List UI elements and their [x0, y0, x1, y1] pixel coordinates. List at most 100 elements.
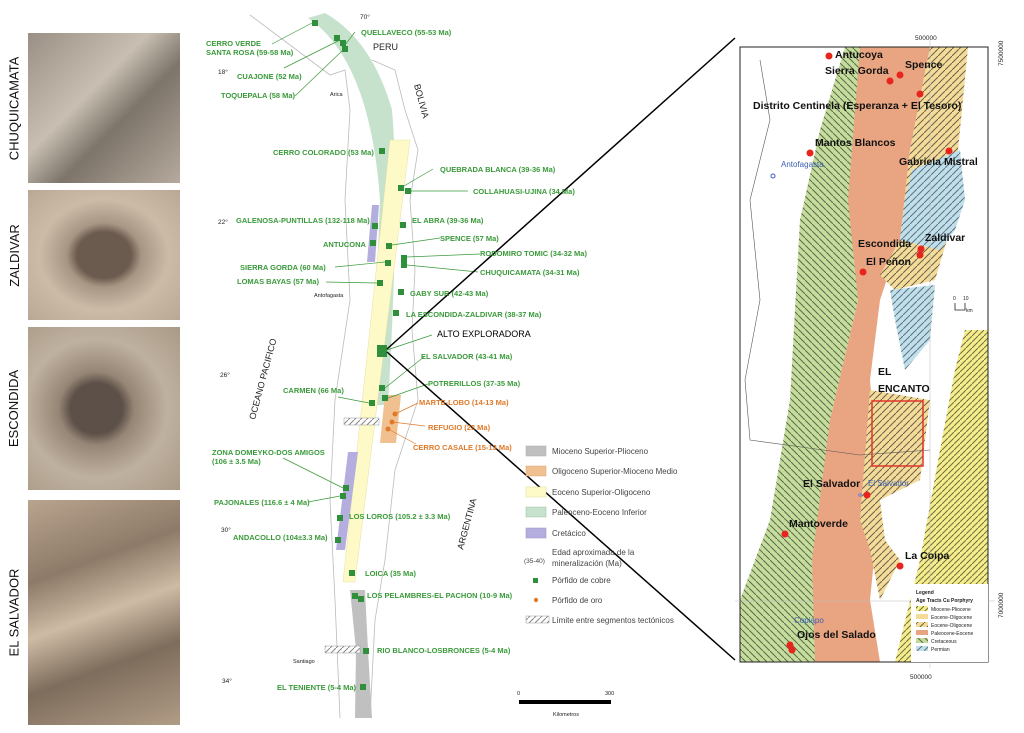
lat-22: 22° — [218, 218, 228, 226]
svg-text:Paleocene-Eocene: Paleocene-Eocene — [931, 631, 973, 637]
detail-deposit-label: ENCANTO — [878, 383, 930, 395]
city-arica: Arica — [330, 92, 343, 98]
overview-legend: Mioceno Superior-Plioceno Oligoceno Supe… — [524, 445, 678, 625]
ocean-pacific: OCEANO PACIFICO — [247, 337, 278, 420]
deposit-label: EL SALVADOR (43-41 Ma) — [421, 352, 513, 361]
deposit-label-alto-exploradora: ALTO EXPLORADORA — [437, 329, 531, 339]
detail-map-frame — [739, 46, 989, 663]
deposit-label: CERRO COLORADO (53 Ma) — [273, 148, 374, 157]
city-antofagasta: Antofagasta — [314, 293, 344, 299]
band-cretacico-north — [367, 205, 379, 262]
copper-markers — [312, 20, 411, 690]
deposit-label: POTRERILLOS (37-35 Ma) — [428, 379, 521, 388]
svg-text:Eocene-Oligocene: Eocene-Oligocene — [931, 623, 972, 629]
region-cretaceous — [740, 47, 877, 662]
svg-text:Legend: Legend — [916, 590, 934, 596]
legend-label: (35-40) — [524, 558, 545, 565]
detail-map: 500000 500000 7500000 7000000 Antucoya S… — [735, 35, 1005, 681]
region-miocene-pliocene — [895, 330, 988, 662]
band-paleoceno-eoceno — [308, 13, 396, 405]
legend-label: Edad aproximada de la — [552, 548, 635, 557]
deposit-label: CHUQUICAMATA (34-31 Ma) — [480, 268, 580, 277]
coastline — [249, 14, 351, 719]
legend-label: Pórfido de oro — [552, 596, 603, 605]
deposit-label: ANTUCONA — [323, 240, 366, 249]
gold-deposit-label: MARTE-LOBO (14-13 Ma) — [419, 398, 509, 407]
deposit-label: LA ESCONDIDA-ZALDIVAR (38-37 Ma) — [406, 310, 542, 319]
overview-map: 18° 22° 26° 30° 34° 70° PERU BOLIVIA ARG… — [206, 13, 736, 719]
overview-scale-bar: 0 300 Kilometros — [517, 691, 614, 718]
svg-text:Cretaceous: Cretaceous — [931, 639, 957, 645]
deposit-label: RIO BLANCO-LOSBRONCES (5-4 Ma) — [377, 646, 511, 655]
country-peru: PERU — [373, 42, 398, 52]
leader-lines — [271, 22, 481, 503]
coord-label: 500000 — [910, 674, 932, 681]
detail-city: El Salvador — [868, 479, 909, 488]
deposit-label: COLLAHUASI-UJINA (34 Ma) — [473, 187, 575, 196]
deposit-label: GABY SUR (42-43 Ma) — [410, 289, 489, 298]
zoom-line-top — [386, 37, 736, 350]
legend-label: mineralización (Ma) — [552, 559, 622, 568]
city-icon — [858, 493, 862, 497]
band-cretacico-south — [336, 452, 358, 550]
deposit-label: LOICA (35 Ma) — [365, 569, 416, 578]
legend-label: Cretácico — [552, 529, 586, 538]
lat-18: 18° — [218, 68, 228, 76]
deposit-label: SPENCE (57 Ma) — [440, 234, 499, 243]
band-mioceno-plioceno — [350, 590, 372, 718]
deposit-label: LOMAS BAYAS (57 Ma) — [237, 277, 319, 286]
deposit-label: CERRO VERDE — [206, 39, 261, 48]
country-argentina: ARGENTINA — [455, 497, 478, 550]
detail-deposit-label: La Coipa — [905, 550, 949, 562]
deposit-label: (106 ± 3.5 Ma) — [212, 457, 261, 466]
region-permian-north — [900, 150, 965, 250]
photo-chuquicamata — [28, 33, 180, 183]
coord-label: 7500000 — [998, 40, 1005, 66]
region-eocene-oligocene-south — [860, 390, 930, 600]
legend-label: Eoceno Superior-Oligoceno — [552, 488, 651, 497]
detail-deposit-label: El Peñon — [866, 256, 911, 268]
detail-deposit-label: Mantoverde — [789, 518, 848, 530]
lat-30: 30° — [221, 526, 231, 534]
band-oligoceno-mioceno — [380, 395, 401, 443]
deposit-label: EL ABRA (39-36 Ma) — [412, 216, 484, 225]
lon-70: 70° — [360, 13, 370, 21]
coord-label: 7000000 — [998, 592, 1005, 618]
svg-text:Kilometros: Kilometros — [553, 712, 579, 718]
deposit-label: CUAJONE (52 Ma) — [237, 72, 302, 81]
detail-scale: 0 10 km — [953, 296, 973, 314]
deposit-label: CARMEN (66 Ma) — [283, 386, 344, 395]
region-permian-south — [890, 285, 935, 370]
coord-label: 500000 — [915, 35, 937, 42]
tectonic-boundary — [324, 645, 361, 654]
region-paleocene-eocene — [812, 47, 930, 662]
svg-text:0: 0 — [953, 296, 956, 302]
detail-deposit-label: Mantos Blancos — [815, 137, 896, 149]
detail-deposit-label: Spence — [905, 59, 943, 71]
legend-label: Paleoceno-Eoceno Inferior — [552, 508, 647, 517]
detail-deposit-label: El Salvador — [803, 478, 860, 490]
svg-text:10: 10 — [963, 296, 969, 302]
lat-26: 26° — [220, 371, 230, 379]
svg-text:Eocene-Oligocene: Eocene-Oligocene — [931, 615, 972, 621]
svg-text:Age Tracts Cu Porphyry: Age Tracts Cu Porphyry — [916, 598, 973, 604]
svg-text:Miocene-Pliocene: Miocene-Pliocene — [931, 607, 971, 613]
city-icon — [770, 173, 776, 179]
country-bolivia: BOLIVIA — [412, 83, 431, 119]
deposit-label: LOS LOROS (105.2 ± 3.3 Ma) — [349, 512, 451, 521]
detail-deposit-label: Distrito Centinela (Esperanza + El Tesor… — [753, 100, 961, 112]
svg-text:300: 300 — [605, 691, 614, 697]
detail-city: Copiapo — [794, 616, 824, 625]
svg-text:Permian: Permian — [931, 647, 950, 653]
legend-label: Mioceno Superior-Plioceno — [552, 447, 649, 456]
photo-zaldivar — [28, 190, 180, 320]
deposit-label: GALENOSA-PUNTILLAS (132-118 Ma) — [236, 216, 370, 225]
deposit-label: ZONA DOMEYKO-DOS AMIGOS — [212, 448, 325, 457]
gold-deposit-label: CERRO CASALE (15-13 Ma) — [413, 443, 512, 452]
detail-deposit-label: EL — [878, 366, 892, 378]
deposit-label: RODOMIRO TOMIC (34-32 Ma) — [480, 249, 587, 258]
zoom-line-bottom — [386, 351, 736, 661]
photo-el-salvador — [28, 500, 180, 725]
legend-label: Oligoceno Superior-Mioceno Medio — [552, 467, 678, 476]
